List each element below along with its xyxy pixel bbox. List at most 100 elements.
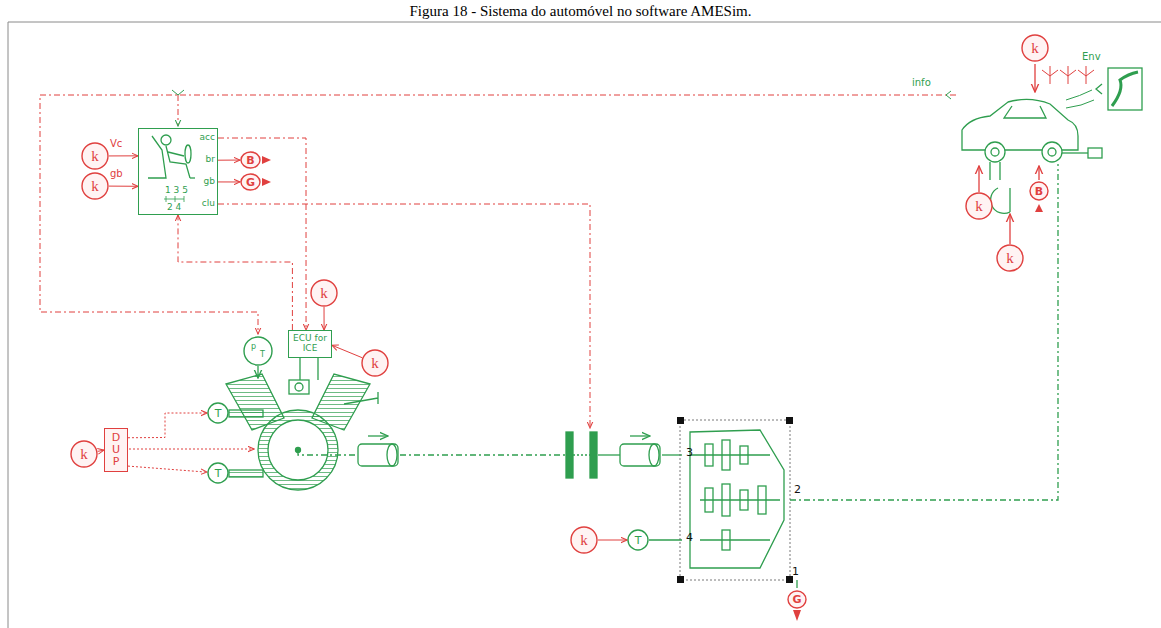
driveline	[400, 454, 566, 455]
gearbox	[758, 486, 766, 514]
node-text: k	[80, 447, 88, 462]
thermal-port: T	[207, 462, 229, 484]
node-text: T	[215, 468, 222, 479]
driveline	[590, 432, 597, 478]
driver-figure	[148, 136, 166, 178]
figure-title: Figura 18 - Sistema do automóvel no soft…	[0, 3, 1161, 20]
driver-figure	[164, 196, 184, 202]
driver-figure	[168, 152, 184, 156]
round-outline	[243, 336, 273, 366]
gearbox	[690, 430, 784, 568]
signal-connector	[128, 413, 207, 438]
port-label: acc	[200, 133, 215, 142]
node-text: k	[580, 533, 588, 548]
engine	[229, 470, 263, 477]
round-outline	[571, 527, 597, 553]
driver-figure	[148, 135, 195, 202]
thermal-port: T	[627, 529, 649, 551]
vehicle	[991, 148, 999, 156]
node-text: G	[246, 177, 255, 188]
node-text: k	[1031, 41, 1039, 56]
driveline	[298, 164, 1058, 540]
node-text: T	[260, 351, 265, 359]
node-text: k	[975, 199, 983, 214]
node-text: DUP	[111, 432, 121, 468]
gearbox	[677, 417, 797, 588]
constant-source: k	[310, 279, 338, 307]
signal-connector	[109, 186, 138, 187]
driveline	[358, 444, 398, 466]
driver-figure	[190, 177, 195, 178]
info-signal-line	[172, 90, 184, 95]
port-label: clu	[202, 199, 215, 208]
gearbox	[796, 580, 797, 588]
node-text: p	[251, 343, 256, 351]
port-number: 3	[686, 447, 693, 458]
constant-source: k	[965, 192, 993, 220]
constant-source: k	[570, 526, 598, 554]
engine	[295, 383, 303, 391]
gearbox	[705, 444, 713, 466]
port-label: gb	[204, 177, 215, 186]
gearbox	[786, 417, 793, 424]
signal-connector	[218, 181, 240, 182]
dup-signal-line	[129, 449, 254, 450]
driveline	[387, 444, 397, 466]
signal-output: B	[1029, 181, 1049, 201]
driver-figure	[185, 145, 191, 163]
gearbox	[740, 490, 748, 510]
engine	[300, 358, 318, 380]
vehicle	[1034, 64, 1035, 92]
signal-connector	[128, 466, 207, 472]
driver-figure	[166, 146, 190, 178]
round-outline	[966, 193, 992, 219]
node-text: k	[371, 356, 379, 371]
round-outline	[241, 174, 260, 190]
sensor-circle: pT	[243, 336, 273, 366]
frame	[8, 22, 1161, 628]
vehicle	[1112, 72, 1138, 106]
round-outline	[241, 152, 260, 168]
gearbox	[740, 446, 748, 464]
round-outline	[788, 591, 806, 608]
vehicle	[1062, 152, 1088, 153]
frame	[8, 22, 1161, 628]
node-text: T	[635, 535, 642, 546]
vehicle	[978, 166, 979, 192]
signal-connector	[178, 215, 292, 330]
signal-connector	[218, 160, 240, 161]
driveline	[649, 444, 659, 466]
driveline	[566, 432, 573, 478]
signal-connector	[109, 155, 138, 156]
port-label: Vc	[110, 139, 122, 149]
signal-output: B	[240, 151, 261, 169]
round-outline	[244, 337, 272, 365]
driveline	[649, 539, 682, 540]
brake-gear-outputs	[262, 156, 271, 164]
dup-block: DUP	[104, 428, 128, 472]
node-text: ECU for ICE	[290, 334, 330, 354]
vehicle	[1042, 66, 1094, 84]
ecu-block: ECU for ICE	[288, 330, 332, 358]
gearbox	[705, 488, 713, 512]
port-label: br	[206, 155, 215, 164]
dup-signal-line	[129, 449, 254, 450]
vehicle	[962, 64, 1142, 244]
port-number: 1	[792, 566, 799, 577]
node-text: k	[91, 179, 99, 194]
node-text: k	[1006, 251, 1014, 266]
signal-output: G	[240, 173, 261, 191]
info-signal-line	[178, 95, 179, 126]
node-text: B	[246, 155, 254, 166]
gearbox	[690, 455, 780, 540]
gearbox	[677, 417, 684, 424]
signal-connector	[324, 307, 325, 330]
engine	[229, 410, 263, 417]
round-outline	[82, 143, 108, 169]
brake-gear-outputs	[262, 156, 1043, 621]
signal-connector	[332, 345, 362, 357]
engine	[226, 358, 378, 490]
brake-gear-outputs	[262, 178, 271, 186]
clutch-command-line	[218, 204, 590, 428]
port-label: 2 4	[167, 203, 181, 212]
